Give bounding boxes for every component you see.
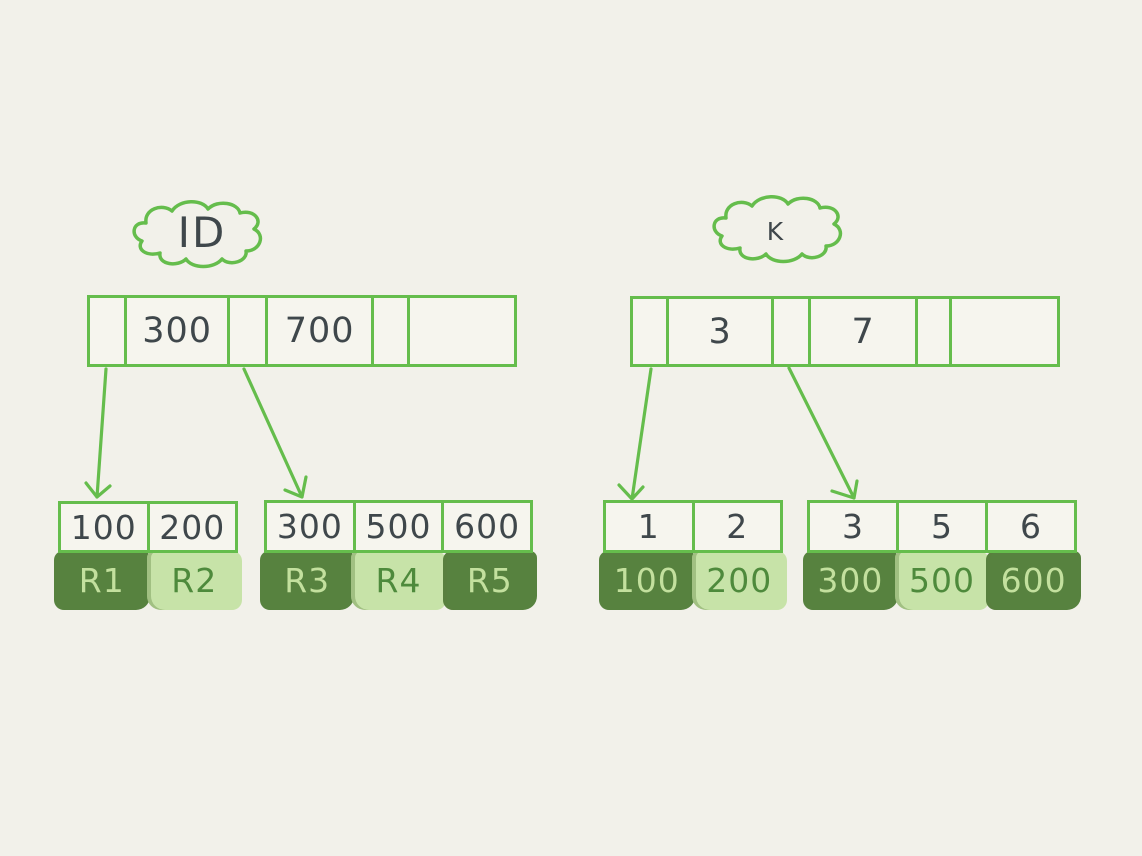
record-block: R5 bbox=[442, 551, 537, 610]
leaf-key-cell: 3 bbox=[842, 507, 864, 546]
leaf-keys-row: 3 5 6 bbox=[807, 500, 1077, 553]
pointer-cell bbox=[90, 298, 124, 364]
key-cell: 7 bbox=[808, 299, 915, 364]
leaf-key-cell: 1 bbox=[637, 507, 660, 546]
pointer-arrow bbox=[84, 367, 112, 499]
pointer-cell bbox=[914, 299, 949, 364]
record-block: 100 bbox=[599, 551, 695, 610]
pointer-cell bbox=[771, 299, 808, 364]
record-block: R4 bbox=[351, 551, 446, 610]
leaf-key-cell: 2 bbox=[691, 503, 781, 550]
record-block: 500 bbox=[894, 551, 990, 610]
pointer-arrow bbox=[787, 366, 859, 500]
cloud-label: K bbox=[766, 216, 786, 246]
leaf-records-row: 100 200 bbox=[599, 551, 787, 610]
root-node: 300 700 bbox=[87, 295, 517, 367]
cloud-label: ID bbox=[177, 207, 227, 257]
leaf-key-cell: 6 bbox=[985, 503, 1074, 550]
key-cell: 300 bbox=[124, 298, 227, 364]
leaf-records-row: R3 R4 R5 bbox=[260, 551, 537, 610]
leaf-keys-row: 1 2 bbox=[603, 500, 783, 553]
leaf-key-cell: 200 bbox=[146, 504, 236, 550]
pointer-cell bbox=[371, 298, 407, 364]
empty-cell bbox=[407, 298, 514, 364]
leaf-keys-row: 100 200 bbox=[58, 501, 238, 553]
leaf-key-cell: 600 bbox=[441, 503, 530, 550]
leaf-keys-row: 300 500 600 bbox=[264, 500, 533, 553]
record-block: R1 bbox=[54, 551, 150, 610]
leaf-key-cell: 5 bbox=[896, 503, 985, 550]
pointer-arrow bbox=[617, 367, 653, 501]
record-block: 600 bbox=[986, 551, 1082, 610]
leaf-key-cell: 500 bbox=[352, 503, 442, 550]
pointer-cell bbox=[633, 299, 666, 364]
pointer-cell bbox=[227, 298, 265, 364]
key-cell: 3 bbox=[666, 299, 771, 364]
key-cell: 700 bbox=[265, 298, 371, 364]
leaf-key-cell: 100 bbox=[70, 507, 137, 547]
pointer-arrow bbox=[242, 367, 308, 499]
leaf-records-row: R1 R2 bbox=[54, 551, 242, 610]
record-block: R2 bbox=[146, 551, 242, 610]
root-node: 3 7 bbox=[630, 296, 1060, 367]
record-block: 200 bbox=[691, 551, 787, 610]
empty-cell bbox=[949, 299, 1057, 364]
leaf-key-cell: 300 bbox=[276, 507, 343, 546]
record-block: R3 bbox=[260, 551, 355, 610]
record-block: 300 bbox=[803, 551, 898, 610]
leaf-records-row: 300 500 600 bbox=[803, 551, 1082, 610]
